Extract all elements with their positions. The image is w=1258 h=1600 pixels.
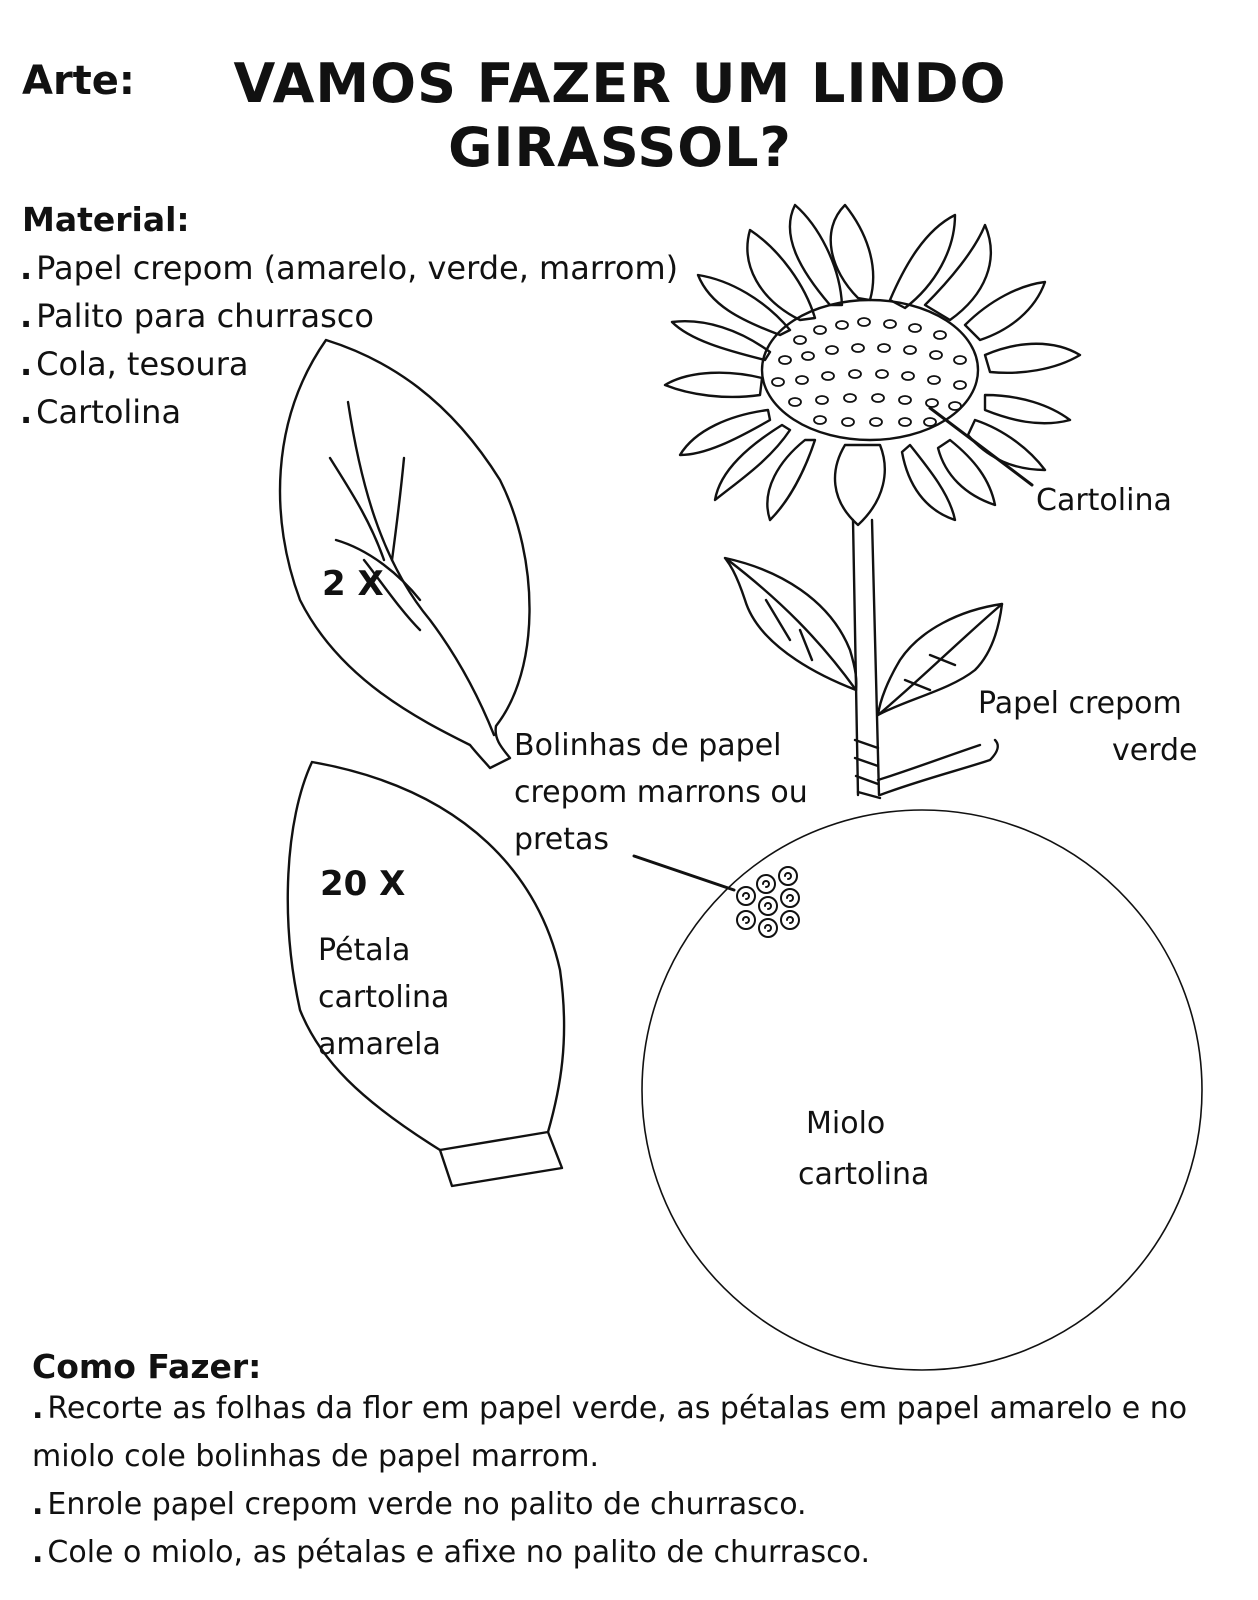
material-item: .Papel crepom (amarelo, verde, marrom)	[20, 249, 679, 287]
balls-label-line-2: crepom marrons ou	[514, 775, 808, 810]
instruction-step: .Enrole papel crepom verde no palito de …	[32, 1487, 807, 1522]
sunflower-illustration	[663, 203, 1082, 800]
core-label-line-1: Miolo	[806, 1106, 886, 1141]
balls-label-line-1: Bolinhas de papel	[514, 728, 782, 763]
material-item: .Palito para churrasco	[20, 297, 374, 335]
leaf-template	[278, 338, 531, 770]
instruction-step: .Recorte as folhas da flor em papel verd…	[32, 1391, 1188, 1474]
title-line-1: VAMOS FAZER UM LINDO	[233, 52, 1007, 115]
petal-label-line-3: amarela	[318, 1027, 441, 1062]
petal-label-line-2: cartolina	[318, 980, 450, 1015]
petal-label-line-1: Pétala	[318, 933, 411, 968]
material-item: .Cartolina	[20, 393, 182, 431]
petal-template	[286, 760, 566, 1188]
core-template	[632, 809, 1203, 1371]
subject-label: Arte:	[22, 58, 135, 104]
instructions-heading: Como Fazer:	[32, 1347, 262, 1386]
page-title: VAMOS FAZER UM LINDO GIRASSOL?	[230, 52, 1010, 180]
stem-label-line-2: verde	[1112, 733, 1198, 768]
petal-count-label: 20 X	[320, 864, 406, 904]
material-item: .Cola, tesoura	[20, 345, 249, 383]
title-line-2: GIRASSOL?	[448, 116, 792, 179]
instruction-step: .Cole o miolo, as pétalas e afixe no pal…	[32, 1535, 871, 1570]
core-label-line-2: cartolina	[798, 1157, 930, 1192]
instructions-list: .Recorte as folhas da flor em papel verd…	[32, 1385, 1242, 1577]
flower-center-label: Cartolina	[1036, 483, 1172, 518]
material-heading: Material:	[22, 200, 190, 239]
leaf-count-label: 2 X	[322, 564, 384, 604]
stem-label-line-1: Papel crepom	[978, 686, 1182, 721]
balls-label-line-3: pretas	[514, 822, 609, 857]
material-list: .Papel crepom (amarelo, verde, marrom) .…	[20, 244, 678, 436]
